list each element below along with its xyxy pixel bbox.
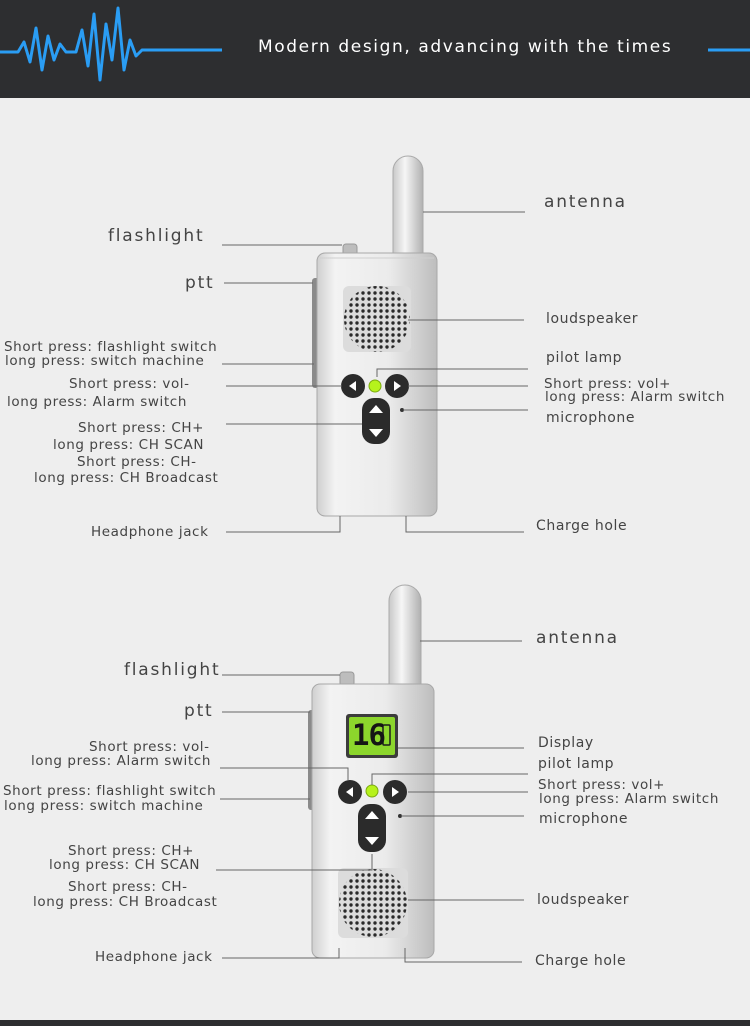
label-antenna: antenna xyxy=(536,628,619,648)
label-flashlight: flashlight xyxy=(108,226,205,246)
diagram-display-view: 16 flashlight ptt Short press: vol- long… xyxy=(0,560,750,1020)
ch-button xyxy=(358,804,386,852)
label-loudspeaker: loudspeaker xyxy=(546,311,639,327)
diagram-front-view: flashlight ptt Short press: flashlight s… xyxy=(0,98,750,560)
device-front-illustration xyxy=(222,155,528,533)
device-display-illustration xyxy=(216,584,528,963)
ch-button xyxy=(362,398,390,444)
label-alarm-switch-right: long press: Alarm switch xyxy=(545,389,725,405)
label-vol-minus: Short press: vol- xyxy=(89,739,210,755)
label-ch-plus: Short press: CH+ xyxy=(78,420,205,436)
label-ch-broadcast: long press: CH Broadcast xyxy=(34,470,219,486)
label-vol-plus: Short press: vol+ xyxy=(544,376,672,392)
label-alarm-switch-right: long press: Alarm switch xyxy=(539,791,719,807)
microphone-hole xyxy=(400,408,404,412)
label-flashlight-switch: Short press: flashlight switch xyxy=(3,783,217,799)
pilot-lamp-led xyxy=(368,379,382,393)
label-headphone-jack: Headphone jack xyxy=(95,949,213,965)
label-charge-hole: Charge hole xyxy=(535,953,627,969)
label-microphone: microphone xyxy=(539,811,629,827)
label-pilot-lamp: pilot lamp xyxy=(546,350,623,366)
label-antenna: antenna xyxy=(544,192,627,212)
label-loudspeaker: loudspeaker xyxy=(537,892,630,908)
battery-icon xyxy=(382,724,391,746)
leader-lines xyxy=(216,640,528,963)
label-flashlight-switch: Short press: flashlight switch xyxy=(4,339,218,355)
label-ch-minus: Short press: CH- xyxy=(68,879,188,895)
pilot-lamp-led xyxy=(365,784,379,798)
label-ptt: ptt xyxy=(184,701,214,721)
label-flashlight: flashlight xyxy=(124,660,221,680)
label-alarm-switch-left: long press: Alarm switch xyxy=(31,753,211,769)
label-ch-minus: Short press: CH- xyxy=(77,454,197,470)
lcd-digits: 16 xyxy=(352,718,386,752)
label-ptt: ptt xyxy=(185,273,215,293)
label-ch-plus: Short press: CH+ xyxy=(68,843,195,859)
label-microphone: microphone xyxy=(546,410,636,426)
label-vol-plus: Short press: vol+ xyxy=(538,777,666,793)
loudspeaker-dots xyxy=(344,286,410,352)
label-alarm-switch-left: long press: Alarm switch xyxy=(7,394,187,410)
label-switch-machine: long press: switch machine xyxy=(4,798,204,814)
label-ch-scan: long press: CH SCAN xyxy=(53,437,205,453)
label-charge-hole: Charge hole xyxy=(536,518,628,534)
page-title: Modern design, advancing with the times xyxy=(258,37,673,57)
label-ch-broadcast: long press: CH Broadcast xyxy=(33,894,218,910)
header-banner: Modern design, advancing with the times xyxy=(0,0,750,98)
microphone-hole xyxy=(398,814,402,818)
label-switch-machine: long press: switch machine xyxy=(5,353,205,369)
leader-lines xyxy=(222,211,528,533)
label-display: Display xyxy=(538,735,594,751)
loudspeaker-dots xyxy=(339,869,407,937)
label-ch-scan: long press: CH SCAN xyxy=(49,857,201,873)
label-vol-minus: Short press: vol- xyxy=(69,376,190,392)
label-headphone-jack: Headphone jack xyxy=(91,524,209,540)
waveform-icon xyxy=(0,6,750,82)
label-pilot-lamp: pilot lamp xyxy=(538,756,615,772)
bottom-bar xyxy=(0,1020,750,1026)
